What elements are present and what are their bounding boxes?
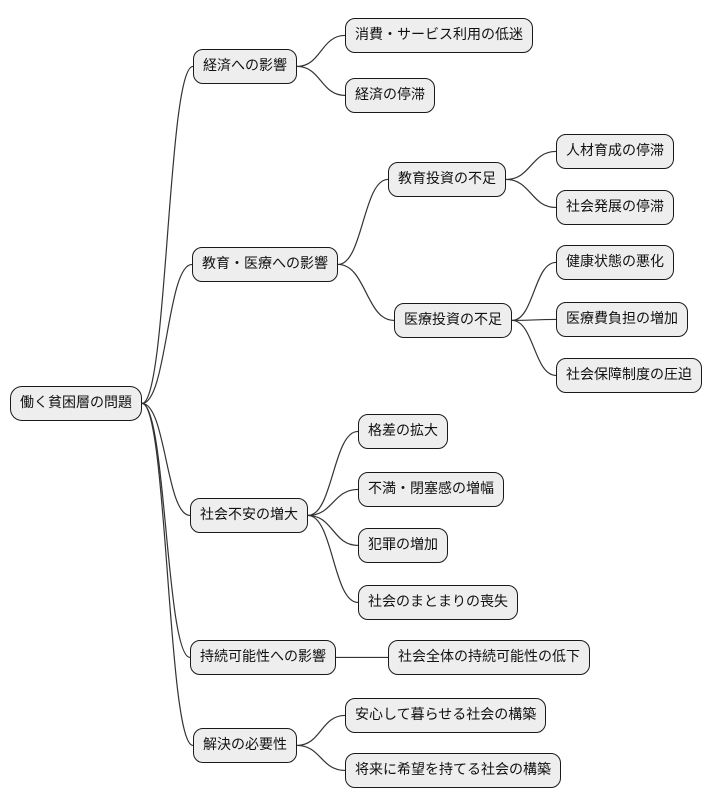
node-economic-stagnation[interactable]: 経済の停滞	[345, 78, 435, 113]
node-social-cohesion-loss[interactable]: 社会のまとまりの喪失	[358, 585, 518, 620]
node-social-development-stagnation[interactable]: 社会発展の停滞	[556, 190, 674, 225]
node-crime-increase[interactable]: 犯罪の増加	[358, 528, 448, 563]
node-social-security-strain[interactable]: 社会保障制度の圧迫	[556, 358, 702, 393]
node-education-investment-shortage[interactable]: 教育投資の不足	[388, 162, 506, 197]
node-hopeful-future-society[interactable]: 将来に希望を持てる社会の構築	[345, 753, 561, 788]
node-inequality-expansion[interactable]: 格差の拡大	[358, 414, 448, 449]
node-overall-sustainability-decline[interactable]: 社会全体の持続可能性の低下	[388, 640, 590, 675]
node-health-deterioration[interactable]: 健康状態の悪化	[556, 245, 674, 280]
node-consumption-service-decline[interactable]: 消費・サービス利用の低迷	[345, 18, 533, 53]
node-medical-cost-increase[interactable]: 医療費負担の増加	[556, 302, 688, 337]
node-education-healthcare-impact[interactable]: 教育・医療への影響	[192, 247, 338, 282]
node-root[interactable]: 働く貧困層の問題	[10, 386, 142, 421]
node-social-unrest-increase[interactable]: 社会不安の増大	[190, 498, 308, 533]
node-healthcare-investment-shortage[interactable]: 医療投資の不足	[394, 303, 512, 338]
node-economy-impact[interactable]: 経済への影響	[193, 49, 297, 84]
node-discontent-amplification[interactable]: 不満・閉塞感の増幅	[358, 472, 504, 507]
node-sustainability-impact[interactable]: 持続可能性への影響	[190, 640, 336, 675]
node-secure-living-society[interactable]: 安心して暮らせる社会の構築	[345, 698, 547, 733]
node-hr-development-stagnation[interactable]: 人材育成の停滞	[556, 134, 674, 169]
node-solution-necessity[interactable]: 解決の必要性	[193, 728, 297, 763]
